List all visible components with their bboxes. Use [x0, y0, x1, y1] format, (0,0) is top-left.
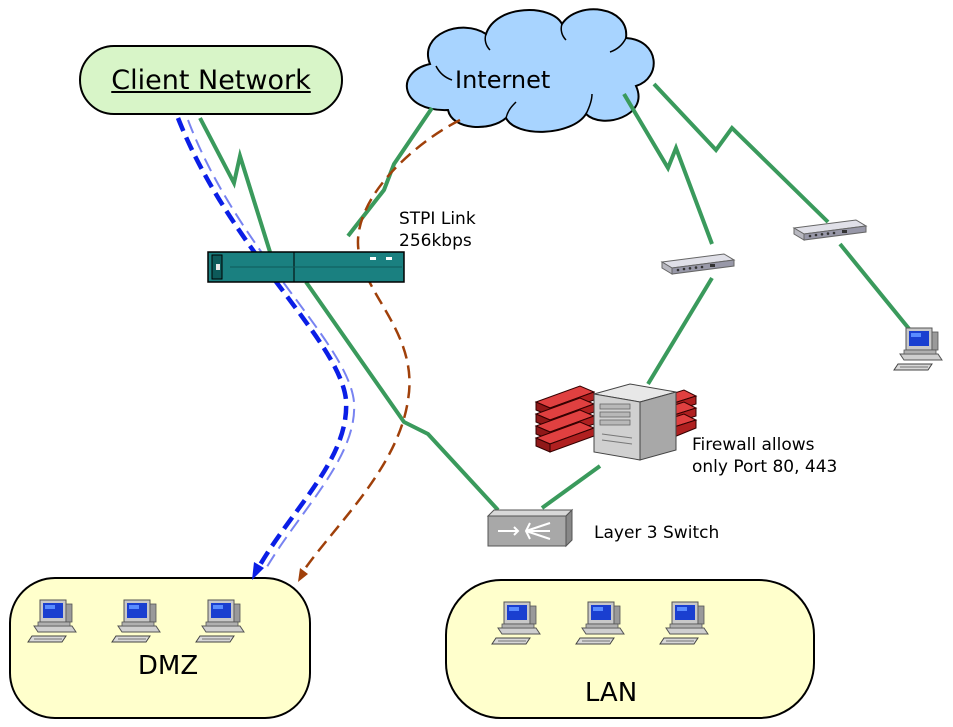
stpi-link-line-1: STPI Link — [399, 209, 476, 229]
internet-cloud — [405, 8, 655, 133]
firewall-label: Firewall allows only Port 80, 443 — [692, 434, 837, 478]
link-switch-to-server — [540, 464, 602, 510]
switch-icon — [486, 508, 574, 548]
brown-arrowhead — [298, 568, 308, 582]
link-server-to-modem — [646, 276, 714, 386]
link-modem2-to-pc — [838, 242, 912, 332]
client-network-node — [79, 45, 343, 115]
blue-arrowhead — [252, 562, 264, 580]
dmz-label: DMZ — [137, 651, 199, 681]
link-internet-to-router — [346, 106, 434, 238]
internet-label: Internet — [455, 66, 551, 94]
lan-label: LAN — [584, 678, 638, 708]
link-router-to-switch — [304, 280, 500, 512]
link-client-to-router — [198, 117, 272, 253]
firewall-line-1: Firewall allows — [692, 435, 815, 455]
network-links — [198, 82, 912, 512]
dmz-zone — [9, 577, 311, 719]
client-network-label: Client Network — [111, 64, 311, 96]
link-internet-to-modem2 — [652, 82, 830, 224]
modem-icon — [793, 219, 867, 241]
link-internet-to-modem1 — [622, 92, 714, 245]
server-icon — [593, 383, 677, 461]
modem-icon — [661, 253, 735, 275]
workstation-icon — [893, 327, 943, 371]
client-to-dmz-path — [175, 117, 349, 574]
internet-to-dmz-path — [298, 118, 461, 577]
firewall-line-2: only Port 80, 443 — [692, 457, 838, 477]
lan-zone — [445, 579, 815, 719]
stpi-link-line-2: 256kbps — [399, 231, 472, 251]
stpi-link-label: STPI Link 256kbps — [399, 208, 476, 252]
layer3-switch-label: Layer 3 Switch — [594, 523, 720, 543]
router-icon — [207, 251, 405, 283]
